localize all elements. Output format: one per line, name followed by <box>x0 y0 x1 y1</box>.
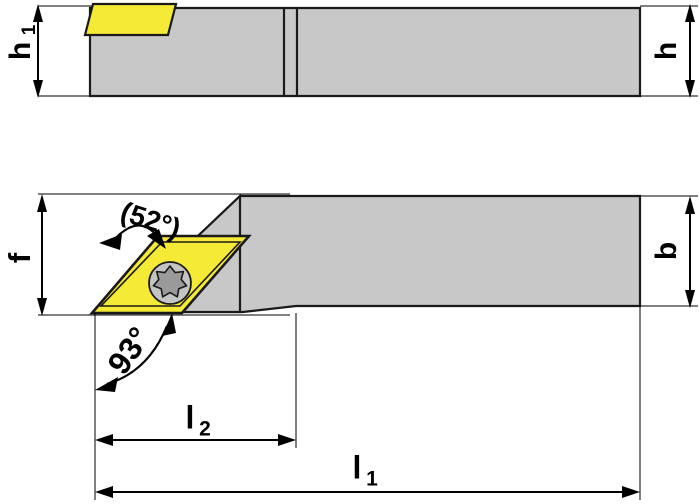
dimension-b-arrow-up <box>685 196 695 214</box>
dimension-l2: l 2 <box>95 399 296 446</box>
dimension-f-label: f <box>2 252 37 263</box>
angle-52-arrow-end <box>147 229 166 249</box>
angle-93-arrow-start <box>95 377 118 392</box>
dimension-l1-label: l <box>353 449 362 485</box>
torx-screw-icon <box>152 265 188 298</box>
dimension-l2-subscript: 2 <box>199 418 211 441</box>
dimension-l1-arrow-right <box>622 486 640 498</box>
dimension-h-label: h <box>650 42 683 60</box>
dimension-h1: h 1 <box>4 4 43 98</box>
dimension-f-arrow-down <box>37 298 47 316</box>
dimension-h1-label: h <box>4 42 37 60</box>
dimension-l2-label: l <box>186 399 195 435</box>
dimension-f-arrow-up <box>37 194 47 212</box>
top-view-group: f b (52°) 9 <box>2 193 698 500</box>
dimension-h1-subscript: 1 <box>19 24 40 35</box>
dimension-h1-arrow-up <box>33 4 43 22</box>
dimension-f: f <box>2 194 47 316</box>
dimension-l2-arrow-right <box>278 434 296 446</box>
dimension-l2-arrow-left <box>95 434 113 446</box>
dimension-l1-subscript: 1 <box>366 468 378 491</box>
angle-52-annotation: (52°) <box>99 196 184 250</box>
insert-side-profile <box>83 2 178 37</box>
side-view-group: h 1 h <box>4 2 698 98</box>
dimension-h1-arrow-down <box>33 80 43 98</box>
dimension-l1-arrow-left <box>95 486 113 498</box>
angle-93-annotation: 93° <box>95 313 176 392</box>
dimension-b-arrow-down <box>685 290 695 308</box>
dimension-h-arrow-down <box>685 80 695 98</box>
angle-52-arrow-start <box>99 234 122 250</box>
dimension-b: b <box>640 195 698 308</box>
dimension-h-arrow-up <box>685 4 695 22</box>
dimension-h: h <box>640 4 698 98</box>
dimension-l1: l 1 <box>95 449 640 498</box>
angle-93-arrow-end <box>162 313 176 336</box>
angle-93-label: 93° <box>100 320 157 380</box>
dimension-b-label: b <box>650 242 683 260</box>
